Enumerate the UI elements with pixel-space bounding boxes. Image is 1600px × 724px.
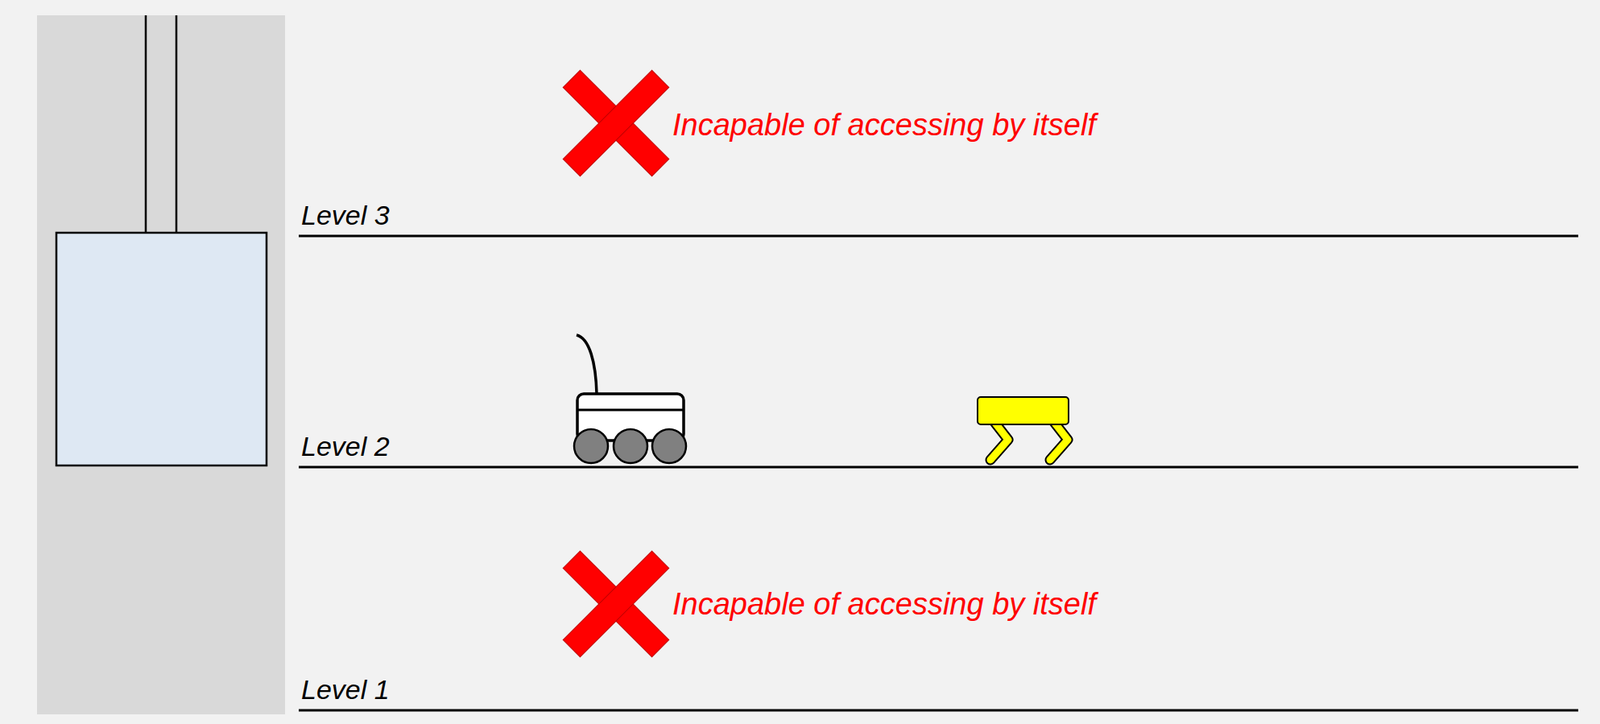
warning-note: Incapable of accessing by itself <box>672 109 1096 141</box>
warning-note: Incapable of accessing by itself <box>672 588 1096 620</box>
elevator-cable <box>175 15 178 233</box>
elevator-cable <box>144 15 148 233</box>
level-label: Level 2 <box>301 432 390 460</box>
floor-line <box>298 709 1579 712</box>
wheeled-robot <box>574 334 687 464</box>
floor-line <box>298 235 1579 238</box>
level-label: Level 1 <box>301 675 390 703</box>
legged-robot <box>977 396 1069 460</box>
elevator-shaft <box>37 15 286 715</box>
background <box>9 3 1600 723</box>
floor-line <box>298 466 1579 469</box>
elevator-car <box>56 232 267 466</box>
level-label: Level 3 <box>301 201 390 229</box>
